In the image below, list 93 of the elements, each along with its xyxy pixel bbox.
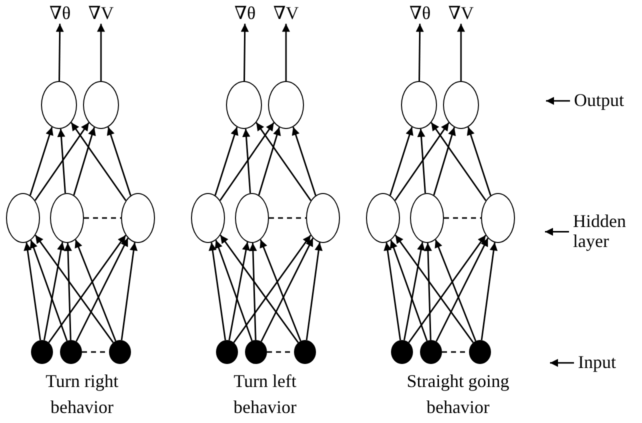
caption-text: Straight going behavior <box>406 370 510 420</box>
arrow <box>466 126 492 196</box>
arrow <box>240 24 249 82</box>
arrow <box>260 239 302 342</box>
arrow <box>233 234 312 343</box>
arrow <box>403 242 425 340</box>
arrow <box>256 122 312 201</box>
hidden-neuron <box>410 193 444 243</box>
output-neuron <box>268 81 304 129</box>
arrow <box>57 128 66 194</box>
input-neuron <box>391 340 413 364</box>
output-neuron <box>401 81 437 129</box>
hidden-neuron <box>235 193 269 243</box>
arrow <box>97 24 105 81</box>
arrow <box>120 242 138 340</box>
arrow <box>30 126 54 196</box>
arrow <box>550 358 574 367</box>
input-neuron <box>216 340 238 364</box>
arrow <box>24 242 42 340</box>
dashed-line <box>444 217 481 219</box>
arrow <box>545 228 569 236</box>
arrow <box>408 234 486 343</box>
input-neuron <box>294 340 316 364</box>
arrow <box>436 238 489 342</box>
arrow <box>457 24 465 81</box>
input-neuron <box>109 340 131 364</box>
hidden-neuron <box>121 193 155 243</box>
arrow <box>220 234 299 344</box>
layer-label: Output <box>574 91 640 111</box>
arrow <box>434 239 476 342</box>
arrow <box>74 239 116 342</box>
arrow <box>424 242 432 340</box>
arrow <box>106 126 132 196</box>
arrow <box>394 234 474 344</box>
arrow <box>228 242 250 340</box>
arrow <box>56 24 64 82</box>
gradient-label: ∇θ <box>45 4 75 24</box>
arrow <box>384 242 402 340</box>
caption-text: Turn left behavior <box>232 370 298 420</box>
arrow <box>214 240 253 342</box>
arrow <box>417 128 426 194</box>
dashed-line <box>269 217 306 219</box>
input-neuron <box>420 340 442 364</box>
gradient-label: ∇V <box>271 4 301 24</box>
arrow <box>64 242 72 340</box>
output-neuron <box>226 81 262 129</box>
arrow <box>242 128 251 194</box>
layer-label: Input <box>578 353 638 373</box>
hidden-neuron <box>366 193 400 243</box>
arrow <box>43 242 65 340</box>
arrow <box>220 122 274 201</box>
arrow <box>208 242 226 340</box>
arrow <box>292 126 316 196</box>
arrow <box>480 242 498 340</box>
arrow <box>248 242 257 340</box>
input-neuron <box>60 340 82 364</box>
gradient-label: ∇θ <box>405 4 435 24</box>
hidden-neuron <box>481 193 515 243</box>
arrow <box>390 240 428 342</box>
gradient-label: ∇V <box>446 4 476 24</box>
hidden-neuron <box>306 193 340 243</box>
caption-text: Turn right behavior <box>44 370 120 420</box>
gradient-label: ∇θ <box>230 4 260 24</box>
arrow <box>260 238 314 342</box>
output-neuron <box>83 81 119 129</box>
arrow <box>433 127 456 196</box>
arrow <box>73 127 96 196</box>
dashed-line <box>84 217 121 219</box>
arrow <box>390 126 414 196</box>
arrow <box>30 240 68 342</box>
input-neuron <box>469 340 491 364</box>
arrow <box>394 122 450 201</box>
input-neuron <box>245 340 267 364</box>
arrow <box>48 234 126 343</box>
arrow <box>416 24 424 82</box>
arrow <box>546 96 570 105</box>
arrow <box>34 234 114 344</box>
hidden-neuron <box>191 193 225 243</box>
arrow <box>70 122 126 201</box>
output-neuron <box>41 81 77 129</box>
arrow <box>76 238 129 342</box>
gradient-label: ∇V <box>86 4 116 24</box>
arrow <box>34 122 90 201</box>
arrow <box>282 24 290 81</box>
arrow <box>306 242 323 340</box>
hidden-neuron <box>50 193 84 243</box>
output-neuron <box>443 81 479 129</box>
arrow <box>430 122 486 201</box>
input-neuron <box>31 340 53 364</box>
arrow <box>258 127 281 196</box>
layer-label: Hidden layer <box>573 212 641 252</box>
arrow <box>214 126 238 196</box>
hidden-neuron <box>6 193 40 243</box>
